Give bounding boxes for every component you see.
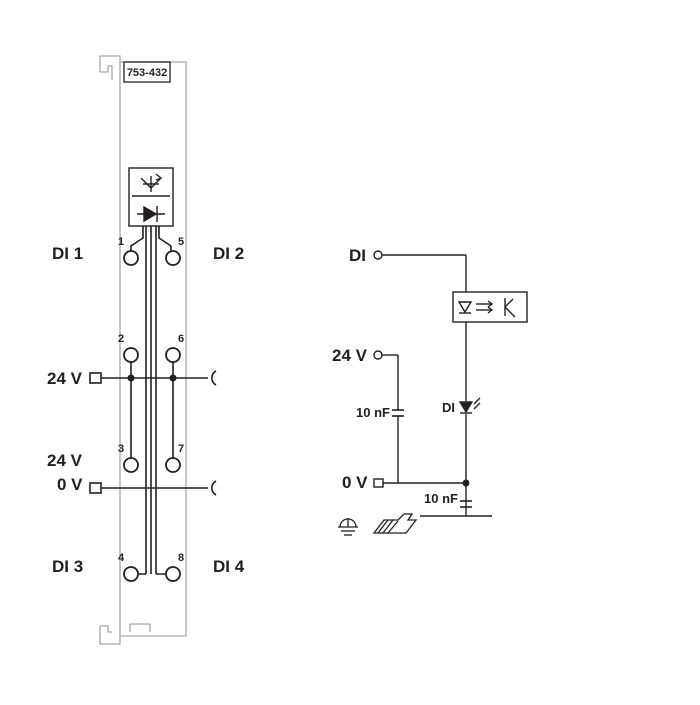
junction-dot [462, 479, 470, 487]
module-housing [99, 55, 187, 645]
part-number: 753-432 [127, 67, 167, 79]
terminal-6 [165, 347, 181, 363]
capacitor-input-label: 10 nF [356, 405, 390, 420]
ground-capacitor [460, 500, 472, 508]
label-di3: DI 3 [52, 557, 83, 576]
schematic-terminals [373, 250, 384, 488]
terminal-number: 5 [178, 236, 184, 248]
terminal-3 [123, 457, 139, 473]
capacitor-ground-label: 10 nF [424, 491, 458, 506]
label-24v-bottom: 24 V [47, 451, 83, 470]
input-capacitor [392, 409, 404, 417]
terminal-8 [165, 566, 181, 582]
din-rail-icon [372, 513, 418, 534]
terminals [123, 250, 181, 582]
v0-terminal [373, 478, 384, 488]
terminal-4 [123, 566, 139, 582]
junction-dots [127, 374, 177, 382]
terminal-number: 6 [178, 333, 184, 345]
schematic-0v-label: 0 V [342, 473, 368, 492]
internal-wires [102, 226, 208, 575]
terminal-number: 8 [178, 552, 184, 564]
schematic-wires [382, 254, 492, 517]
label-di1: DI 1 [52, 244, 83, 263]
label-0v: 0 V [57, 475, 83, 494]
terminal-number: 3 [118, 443, 124, 455]
part-number-box: 753-432 [123, 61, 171, 83]
status-led [458, 397, 481, 414]
terminal-number: 2 [118, 333, 124, 345]
schematic-24v-label: 24 V [332, 346, 368, 365]
terminal-numbers: 1 5 2 6 3 7 4 8 [118, 236, 184, 564]
isolator-symbol [128, 167, 174, 227]
terminal-1 [123, 250, 139, 266]
label-di2: DI 2 [213, 244, 244, 263]
schematic-labels: DI 24 V 0 V 10 nF DI 10 nF [332, 246, 458, 506]
led-label: DI [442, 400, 455, 415]
terminal-2 [123, 347, 139, 363]
v24-terminal [373, 350, 383, 360]
terminal-7 [165, 457, 181, 473]
terminal-number: 7 [178, 443, 184, 455]
label-di4: DI 4 [213, 557, 245, 576]
schematic-di-label: DI [349, 246, 366, 265]
ground-icon [338, 518, 358, 536]
terminal-number: 4 [118, 552, 125, 564]
di-terminal [373, 250, 383, 260]
label-24v-top: 24 V [47, 369, 83, 388]
terminal-5 [165, 250, 181, 266]
side-connectors [89, 370, 217, 496]
optocoupler [452, 291, 528, 323]
terminal-number: 1 [118, 236, 124, 248]
module-labels: DI 1 DI 2 24 V 24 V 0 V DI 3 DI 4 [47, 244, 245, 576]
